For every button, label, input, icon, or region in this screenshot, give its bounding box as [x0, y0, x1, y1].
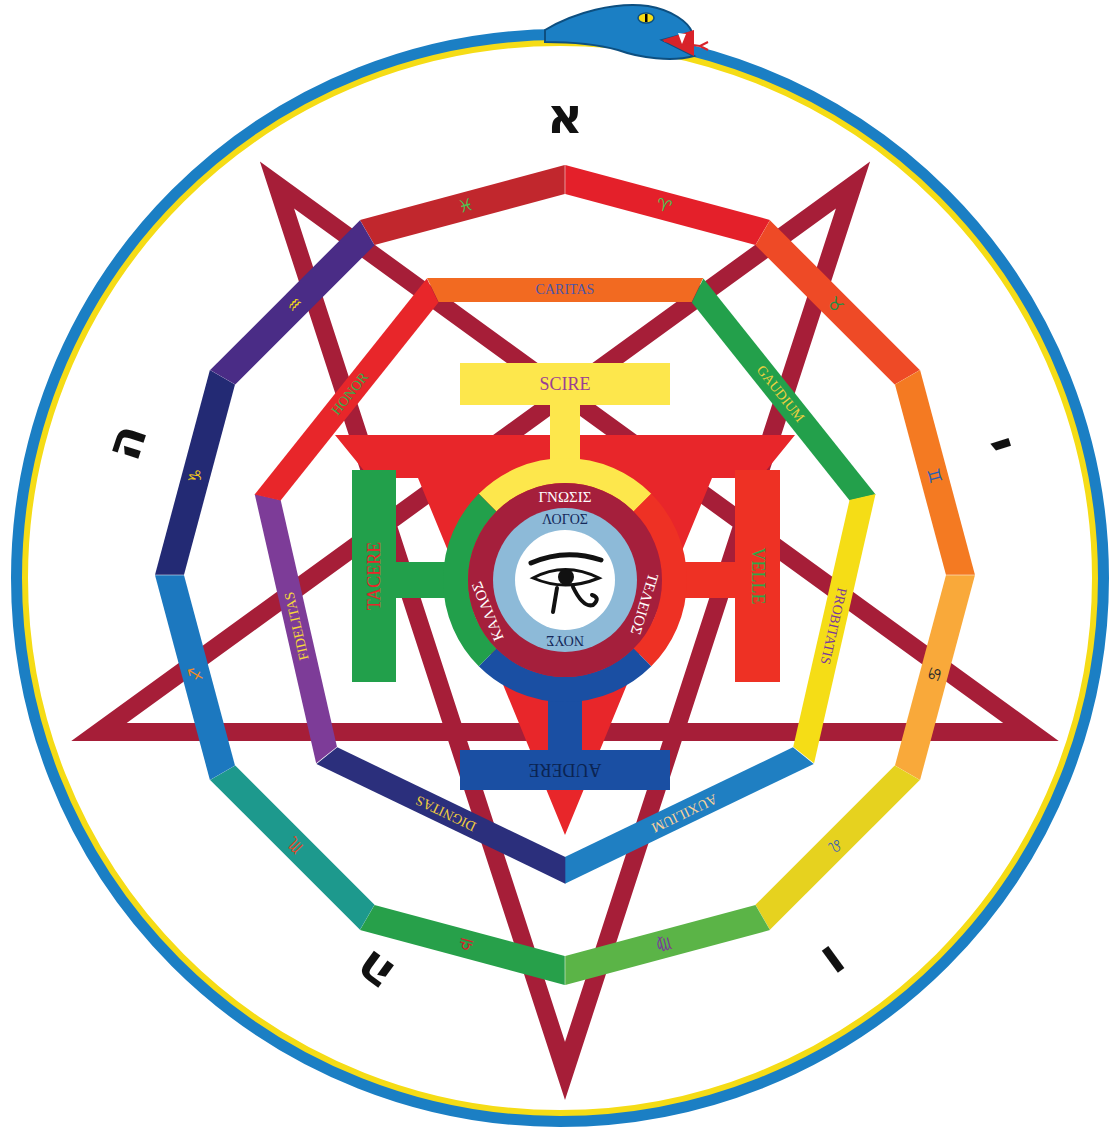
- serpent-fang: [678, 33, 686, 44]
- virtue-bar: VELLE: [735, 470, 780, 682]
- greek-ring: ΓΝΩΣΙΣΤΕΛΕΙΟΣΚΑΛΛΟΣΛΟΓΟΣΝΟΥΣ: [468, 483, 662, 677]
- band-trapezoid: [558, 903, 770, 985]
- zodiac-band-segment: ♈: [558, 165, 770, 247]
- band-trapezoid: [558, 165, 770, 247]
- virtue-band-segment: PROBITATIS: [790, 489, 875, 764]
- disc-shape: [493, 508, 637, 652]
- virtue-bar: SCIRE: [460, 363, 670, 405]
- hebrew-letter: ו: [813, 937, 856, 988]
- tacere-arm: [390, 562, 450, 598]
- virtue-band-segment: FIDELITAS: [255, 489, 340, 764]
- band-trapezoid: [750, 220, 920, 390]
- virtue-bar: AUDERE: [460, 750, 670, 790]
- bar-label: AUDERE: [529, 761, 602, 779]
- band-trapezoid: [210, 220, 380, 390]
- zodiac-band-segment: ♓: [360, 165, 572, 247]
- eye-outline: [533, 570, 599, 586]
- serpent-pupil: [645, 14, 648, 22]
- central-red-shield: [335, 435, 795, 835]
- velle-arm: [680, 562, 740, 598]
- ouroboros-inner-ring: [25, 43, 1095, 1113]
- virtue-bar: TACERE: [352, 470, 396, 682]
- serpent-head-shape: [545, 5, 694, 59]
- ring-disc: [468, 483, 662, 677]
- virtue-label: CARITAS: [536, 283, 595, 297]
- disc-fill: [493, 508, 637, 652]
- pentagram: [99, 185, 1031, 1071]
- band-trapezoid: [255, 278, 446, 509]
- zodiac-band-segment: ♍: [558, 903, 770, 985]
- hebrew-letter: ה: [97, 418, 155, 466]
- serpent-head: [545, 5, 708, 59]
- audere-stem: [548, 695, 582, 755]
- hebrew-letter: י: [974, 430, 1026, 459]
- bar-label: SCIRE: [539, 375, 590, 393]
- band-trapezoid: [893, 568, 975, 780]
- hebrew-letter: ה: [345, 942, 402, 1003]
- ouroboros-ring: [17, 35, 1103, 1121]
- band-trapezoid: [893, 370, 975, 582]
- greek-word: ΝΟΥΣ: [546, 633, 584, 647]
- logos-disc: ΛΟΓΟΣ ΝΟΥΣ: [493, 508, 637, 652]
- band-trapezoid: [255, 489, 340, 764]
- zodiac-band-segment: ♌: [750, 760, 920, 930]
- serpent-tongue: [664, 41, 708, 50]
- band-trapezoid: [155, 370, 237, 582]
- band-trapezoid: [427, 278, 703, 302]
- hebrew-letter: א: [547, 91, 583, 141]
- eye-brow: [531, 555, 601, 563]
- band-trapezoid: [790, 489, 875, 764]
- eye-spiral: [573, 587, 597, 605]
- serpent-eye: [638, 13, 654, 23]
- band-trapezoid: [155, 568, 237, 780]
- eye-pupil: [558, 569, 574, 585]
- band-trapezoid: [210, 760, 380, 930]
- zodiac-band-segment: ♊: [893, 370, 975, 582]
- zodiac-band-segment: ♏: [210, 760, 380, 930]
- eye-field: [515, 530, 615, 630]
- eye-of-horus: [531, 555, 601, 612]
- eye-drop: [553, 588, 557, 612]
- zodiac-band-segment: ♑: [155, 370, 237, 582]
- greek-word: ΓΝΩΣΙΣ: [538, 490, 591, 505]
- bar-label: VELLE: [749, 548, 767, 605]
- greek-word: ΛΟΓΟΣ: [542, 513, 588, 527]
- virtue-band-segment: CARITAS: [427, 278, 703, 302]
- scire-stem: [550, 400, 580, 465]
- band-trapezoid: [360, 165, 572, 247]
- band-trapezoid: [750, 760, 920, 930]
- bar-label: TACERE: [365, 542, 383, 611]
